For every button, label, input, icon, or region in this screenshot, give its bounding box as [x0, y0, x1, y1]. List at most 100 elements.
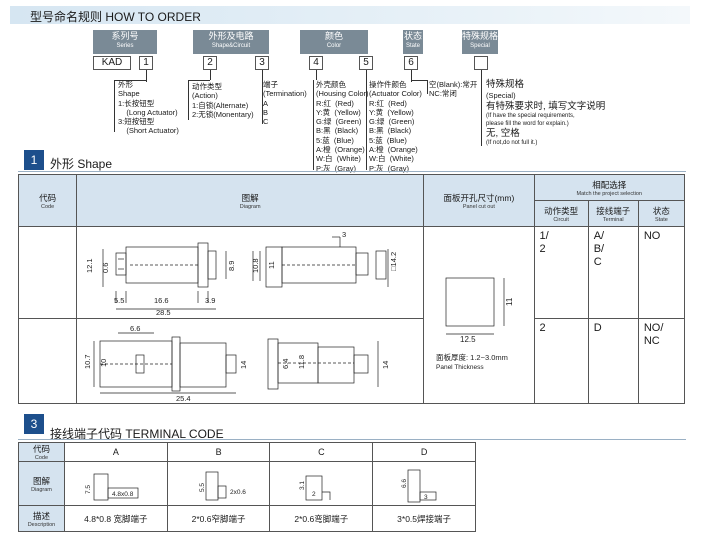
dim-label: 3.1	[299, 481, 306, 490]
leader-line	[188, 80, 189, 120]
dim-label: 10.8	[251, 258, 260, 273]
panel-cutout-cell	[423, 226, 535, 404]
code-value-4: 4	[309, 56, 323, 70]
switch-short-drawing: 6.6 10 10.7 25.4 14 6.4 11.8 14	[83, 324, 390, 403]
dim-label: □14.2	[389, 252, 398, 271]
panel-thickness-en: Panel Thickness	[436, 364, 484, 371]
section-3-rule	[18, 439, 686, 440]
code-value-3: 3	[255, 56, 269, 70]
dim-label: 5.5	[199, 483, 206, 492]
special-requirement: 有特殊要求时, 填写文字说明	[486, 101, 606, 112]
terminal-diagram-a	[63, 461, 168, 506]
terminal-code-b: B	[166, 442, 271, 462]
dim-label: 6.4	[281, 359, 290, 369]
code-value-1: 1	[139, 56, 153, 70]
special-none-en: (If not,do not full it.)	[486, 140, 538, 146]
code-value-6: 6	[404, 56, 418, 70]
dim-label: 6.6	[130, 324, 140, 333]
state-legend: 空(Blank):常开 NC:常闭	[429, 80, 478, 99]
leader-line	[313, 80, 314, 170]
terminal-c-shape	[305, 475, 323, 501]
terminal-desc-d: 3*0.5焊接端子	[372, 505, 476, 532]
dim-label: 14	[239, 361, 248, 369]
dim-label: 25.4	[176, 394, 191, 403]
section-3-title: 接线端子代码 TERMINAL CODE	[50, 427, 224, 441]
section-1-title: 外形 Shape	[50, 157, 113, 171]
row-1-circuit: 1/ 2	[533, 226, 589, 319]
code-value-5: 5	[359, 56, 373, 70]
row-2-circuit: 2	[533, 318, 589, 404]
row-1-terminal: A/ B/ C	[587, 226, 639, 319]
dim-label: 10.7	[83, 354, 92, 369]
terminal-desc-b: 2*0.6窄脚端子	[166, 505, 271, 532]
dim-label: 12.1	[85, 258, 94, 273]
dim-label: 11	[267, 261, 276, 269]
leader-line	[262, 70, 263, 124]
table-row: 1/ 2 A/ B/ C NO	[17, 226, 686, 404]
terminal-code-d: D	[372, 442, 476, 462]
table-row: 2 D NO/ NC	[17, 318, 686, 404]
housing-color-legend: 外壳颜色 (Housing Color) R:红 (Red) Y:黄 (Yell…	[316, 80, 369, 173]
leader-line	[411, 70, 412, 82]
dim-label: 2	[312, 491, 316, 498]
dim-label: 11.8	[297, 355, 306, 369]
leader-line	[427, 80, 428, 94]
leader-line	[188, 80, 210, 81]
header-banner	[10, 6, 690, 24]
dim-label: 3.9	[205, 296, 215, 305]
dim-label: 2x0.6	[230, 489, 246, 496]
dim-label: 16.6	[154, 296, 169, 305]
terminal-desc-c: 2*0.6弯脚端子	[269, 505, 374, 532]
action-legend: 动作类型 (Action) 1:自锁(Alternate) 2:无锁(Monen…	[192, 82, 254, 119]
leader-line	[114, 80, 147, 81]
terminal-code-c: C	[269, 442, 374, 462]
dim-label: 5.5	[114, 296, 124, 305]
section-3-number: 3	[24, 414, 44, 434]
shape-legend: 外形 Shape 1:长按钮型 (Long Actuator) 3:短按钮型 (…	[118, 80, 179, 136]
special-requirement-en: (If have the special requirements, pleas…	[486, 113, 575, 127]
terminal-code-a: A	[63, 442, 168, 462]
leader-line	[481, 70, 482, 146]
dim-label: 7.5	[85, 485, 92, 494]
terminal-d-shape	[407, 469, 421, 503]
dim-label: 4.8x0.8	[112, 491, 134, 498]
panel-cutout-drawing: 12.5 11 面板厚度: 1.2~3.0mm Panel Thickness	[436, 277, 514, 371]
dim-label: 0.6	[101, 263, 110, 273]
dim-label: 6.6	[401, 479, 408, 488]
dim-label: 10	[99, 359, 108, 367]
special-en: (Special)	[486, 91, 516, 100]
leader-line	[316, 70, 317, 80]
header-panel-cutout: 面板开孔尺寸(mm)Panel cut out	[423, 174, 535, 227]
special-none: 无, 空格	[486, 128, 520, 139]
row-2-terminal: D	[587, 318, 639, 404]
panel-height: 11	[505, 297, 514, 306]
code-value-2: 2	[203, 56, 217, 70]
row-1-code	[17, 226, 78, 319]
dim-label: 14	[381, 361, 390, 369]
leader-line	[210, 70, 211, 80]
leader-line	[411, 80, 428, 81]
dim-label: 3	[424, 494, 428, 501]
terminal-b-shape	[205, 471, 219, 501]
terminal-a-shape	[93, 473, 109, 501]
switch-side-drawing: 12.1 0.6 5.5 16.6 3.9 28.5 8.9 10.8 11 3…	[85, 230, 398, 317]
terminal-diagrams: 7.5 4.8x0.8 5.5 2x0.6 3.1 2 6.6 3	[85, 469, 437, 503]
code-value-kad: KAD	[93, 56, 131, 70]
row-2-state: NO/ NC	[637, 318, 686, 404]
